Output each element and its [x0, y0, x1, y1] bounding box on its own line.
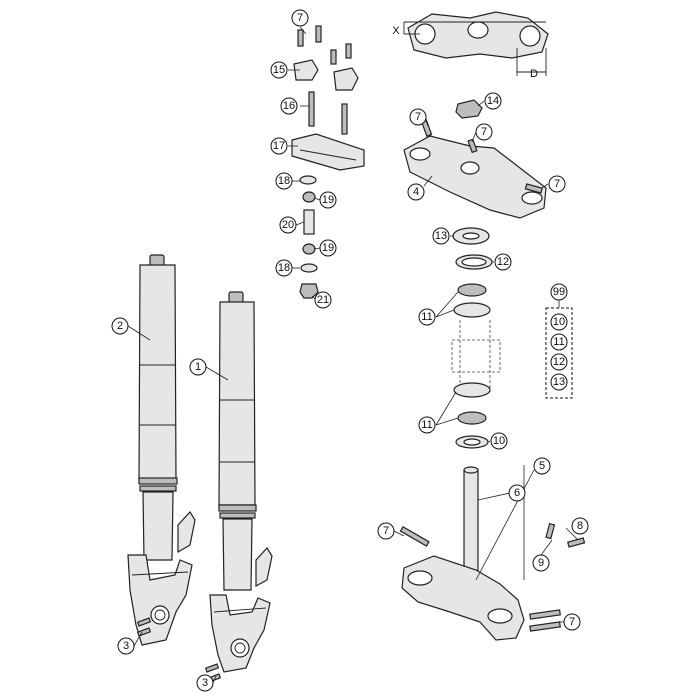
callout-1: 1	[189, 358, 207, 376]
svg-text:18: 18	[278, 262, 290, 274]
callout-6: 6	[508, 484, 526, 502]
callout-11a: 11	[418, 308, 436, 326]
callout-7f: 7	[563, 613, 581, 631]
svg-text:12: 12	[497, 256, 509, 268]
lower-triple-clamp	[399, 466, 586, 641]
svg-text:13: 13	[553, 376, 565, 388]
svg-text:99: 99	[553, 286, 565, 298]
callout-7a: 7	[291, 9, 309, 27]
svg-text:16: 16	[283, 100, 295, 112]
kit-item-12: 12	[550, 353, 568, 371]
svg-text:7: 7	[383, 525, 389, 537]
svg-text:5: 5	[539, 460, 545, 472]
kit-item-11: 11	[550, 333, 568, 351]
svg-text:11: 11	[553, 336, 564, 348]
svg-text:6: 6	[514, 487, 520, 499]
callout-3a: 3	[117, 637, 135, 655]
svg-text:7: 7	[569, 616, 575, 628]
svg-text:19: 19	[322, 194, 334, 206]
svg-text:2: 2	[117, 320, 123, 332]
callout-18b: 18	[275, 259, 293, 277]
dimension-x-label: X	[392, 25, 400, 37]
svg-text:10: 10	[553, 316, 565, 328]
callout-3b: 3	[196, 674, 214, 692]
upper-triple-clamp	[403, 99, 547, 219]
svg-text:8: 8	[577, 520, 583, 532]
callout-19a: 19	[319, 191, 337, 209]
callout-7e: 7	[377, 522, 395, 540]
kit-item-10: 10	[550, 313, 568, 331]
callout-21: 21	[314, 291, 332, 309]
callout-19b: 19	[319, 239, 337, 257]
callout-18a: 18	[275, 172, 293, 190]
svg-text:1: 1	[195, 361, 201, 373]
kit-label: 99	[550, 283, 568, 301]
svg-text:7: 7	[481, 126, 487, 138]
svg-text:13: 13	[435, 230, 447, 242]
callout-7c: 7	[475, 123, 493, 141]
svg-text:11: 11	[421, 419, 432, 431]
svg-text:11: 11	[421, 311, 432, 323]
callout-17: 17	[270, 137, 288, 155]
fork-leg-right	[209, 291, 273, 673]
svg-text:19: 19	[322, 242, 334, 254]
callout-9: 9	[532, 554, 550, 572]
callout-12: 12	[494, 253, 512, 271]
callout-4: 4	[407, 183, 425, 201]
svg-text:21: 21	[317, 294, 329, 306]
svg-text:10: 10	[493, 435, 505, 447]
callout-11b: 11	[418, 416, 436, 434]
svg-text:7: 7	[415, 111, 421, 123]
svg-text:17: 17	[273, 140, 285, 152]
svg-text:3: 3	[123, 640, 129, 652]
callout-8: 8	[571, 517, 589, 535]
svg-text:18: 18	[278, 175, 290, 187]
callout-10: 10	[490, 432, 508, 450]
handlebar-clamp-parts	[291, 25, 365, 299]
kit-box: 99 10 11 12 13	[545, 283, 573, 399]
callout-5: 5	[533, 457, 551, 475]
callouts: 2 1 3 3 7 15 16 17 18 19 20 19 18 21 14 …	[111, 9, 589, 692]
dimension-d-label: D	[530, 68, 538, 80]
svg-text:4: 4	[413, 186, 419, 198]
fork-leg-left	[127, 254, 196, 646]
callout-13: 13	[432, 227, 450, 245]
svg-text:7: 7	[297, 12, 303, 24]
svg-text:7: 7	[554, 178, 560, 190]
steering-bearing-stack	[451, 227, 501, 449]
callout-20: 20	[279, 216, 297, 234]
callout-7b: 7	[409, 108, 427, 126]
svg-text:9: 9	[538, 557, 544, 569]
callout-15: 15	[270, 61, 288, 79]
svg-text:12: 12	[553, 356, 565, 368]
svg-text:3: 3	[202, 677, 208, 689]
svg-text:15: 15	[273, 64, 285, 76]
svg-text:14: 14	[487, 95, 499, 107]
callout-2: 2	[111, 317, 129, 335]
kit-item-13: 13	[550, 373, 568, 391]
triple-clamp-detail: X D	[392, 11, 549, 80]
callout-14: 14	[484, 92, 502, 110]
callout-16: 16	[280, 97, 298, 115]
svg-text:20: 20	[282, 219, 294, 231]
leader-lines	[127, 26, 579, 684]
callout-7d: 7	[548, 175, 566, 193]
